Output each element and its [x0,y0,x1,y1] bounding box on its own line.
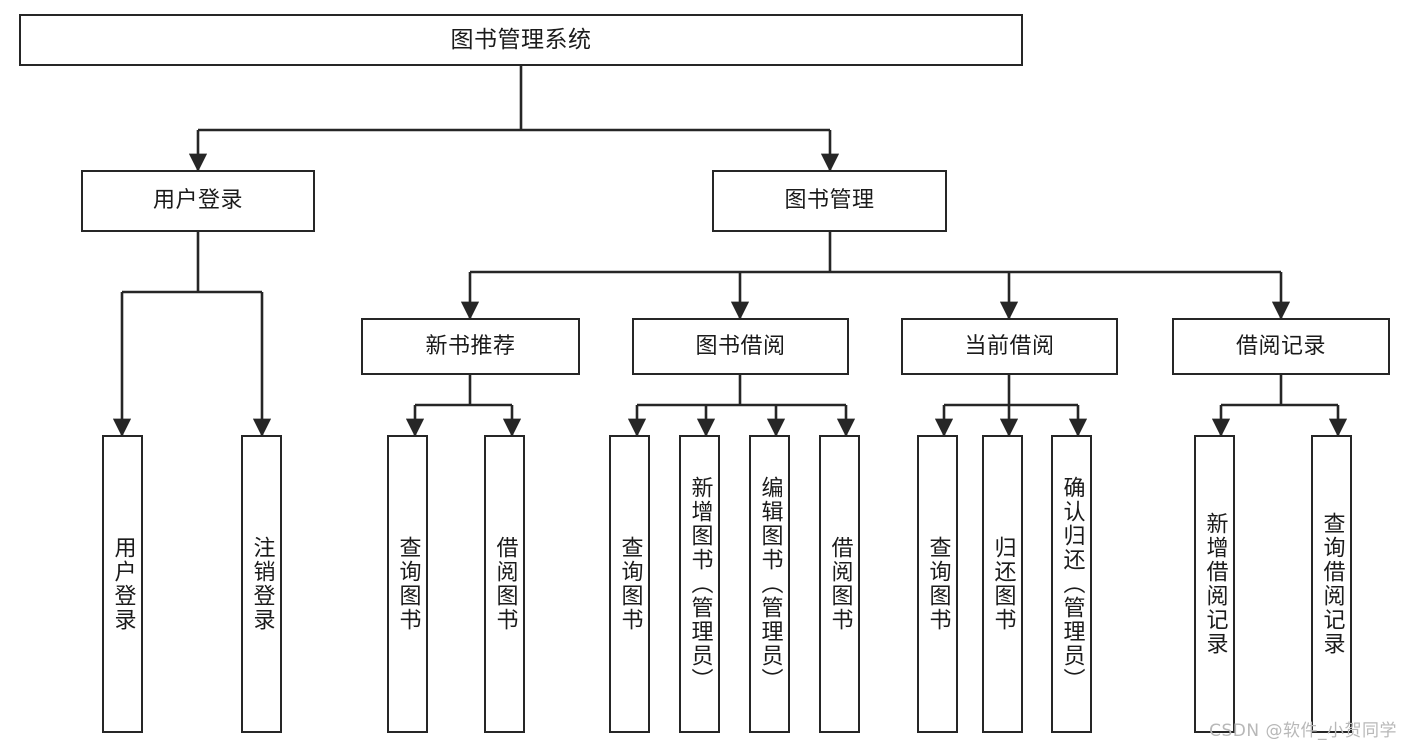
node-root-label: 图书管理系统 [450,26,592,53]
node-book-borrow[interactable]: 图书借阅 [632,318,849,375]
node-leaf-query-book-3[interactable]: 查询图书 [917,435,958,733]
node-user-login[interactable]: 用户登录 [81,170,315,232]
node-leaf-query-book-1[interactable]: 查询图书 [387,435,428,733]
node-book-manage[interactable]: 图书管理 [712,170,947,232]
node-leaf-query-book-2[interactable]: 查询图书 [609,435,650,733]
node-leaf-user-login[interactable]: 用户登录 [102,435,143,733]
node-leaf-query-book-3-label: 查询图书 [925,536,951,632]
node-current-borrow-label: 当前借阅 [964,333,1055,359]
node-leaf-borrow-book-2[interactable]: 借阅图书 [819,435,860,733]
node-new-book-rec[interactable]: 新书推荐 [361,318,580,375]
node-leaf-borrow-book-1-label: 借阅图书 [492,536,518,632]
node-leaf-add-record[interactable]: 新增借阅记录 [1194,435,1235,733]
node-book-manage-label: 图书管理 [784,188,875,214]
node-book-borrow-label: 图书借阅 [695,333,786,359]
node-leaf-add-record-label: 新增借阅记录 [1202,512,1228,656]
node-current-borrow[interactable]: 当前借阅 [901,318,1118,375]
node-leaf-query-record[interactable]: 查询借阅记录 [1311,435,1352,733]
node-leaf-user-login-label: 用户登录 [110,536,136,632]
node-leaf-return-book-label: 归还图书 [990,536,1016,632]
node-root[interactable]: 图书管理系统 [19,14,1023,66]
node-user-login-label: 用户登录 [152,188,243,214]
node-leaf-add-book[interactable]: 新增图书（管理员） [679,435,720,733]
node-leaf-edit-book[interactable]: 编辑图书（管理员） [749,435,790,733]
node-leaf-borrow-book-1[interactable]: 借阅图书 [484,435,525,733]
node-leaf-query-book-1-label: 查询图书 [395,536,421,632]
node-borrow-record[interactable]: 借阅记录 [1172,318,1390,375]
node-new-book-rec-label: 新书推荐 [425,333,516,359]
node-leaf-borrow-book-2-label: 借阅图书 [827,536,853,632]
node-leaf-confirm-return[interactable]: 确认归还（管理员） [1051,435,1092,733]
node-leaf-logout[interactable]: 注销登录 [241,435,282,733]
node-leaf-query-record-label: 查询借阅记录 [1319,512,1345,656]
node-leaf-confirm-return-label: 确认归还（管理员） [1059,476,1085,692]
node-borrow-record-label: 借阅记录 [1235,333,1326,359]
node-leaf-edit-book-label: 编辑图书（管理员） [757,476,783,692]
watermark: CSDN @软件_小贺同学 [1209,721,1397,741]
node-leaf-return-book[interactable]: 归还图书 [982,435,1023,733]
node-leaf-add-book-label: 新增图书（管理员） [687,476,713,692]
node-leaf-query-book-2-label: 查询图书 [617,536,643,632]
node-leaf-logout-label: 注销登录 [249,536,275,632]
